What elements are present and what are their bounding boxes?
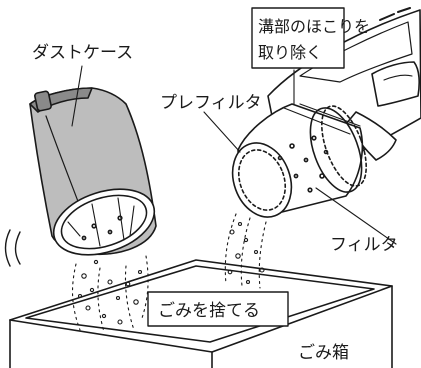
callout-box-discard xyxy=(147,291,289,327)
falling-dust-right xyxy=(224,213,267,289)
label-filter: フィルタ xyxy=(330,235,398,255)
leader-lines xyxy=(71,65,397,245)
label-discard: ごみを捨てる xyxy=(158,301,260,321)
label-trash-box: ごみ箱 xyxy=(298,343,349,363)
label-pre-filter: プレフィルタ xyxy=(160,93,262,113)
label-groove-dust-line1: 溝部のほこりを xyxy=(258,17,370,36)
falling-dust-left xyxy=(72,255,149,333)
shake-motion-icon xyxy=(4,229,21,267)
filter-assembly xyxy=(231,103,367,218)
callout-box-groove xyxy=(251,7,345,69)
label-groove-dust-line2: 取り除く xyxy=(258,43,322,62)
dust-case xyxy=(29,87,157,256)
label-dust-case: ダストケース xyxy=(32,43,133,63)
